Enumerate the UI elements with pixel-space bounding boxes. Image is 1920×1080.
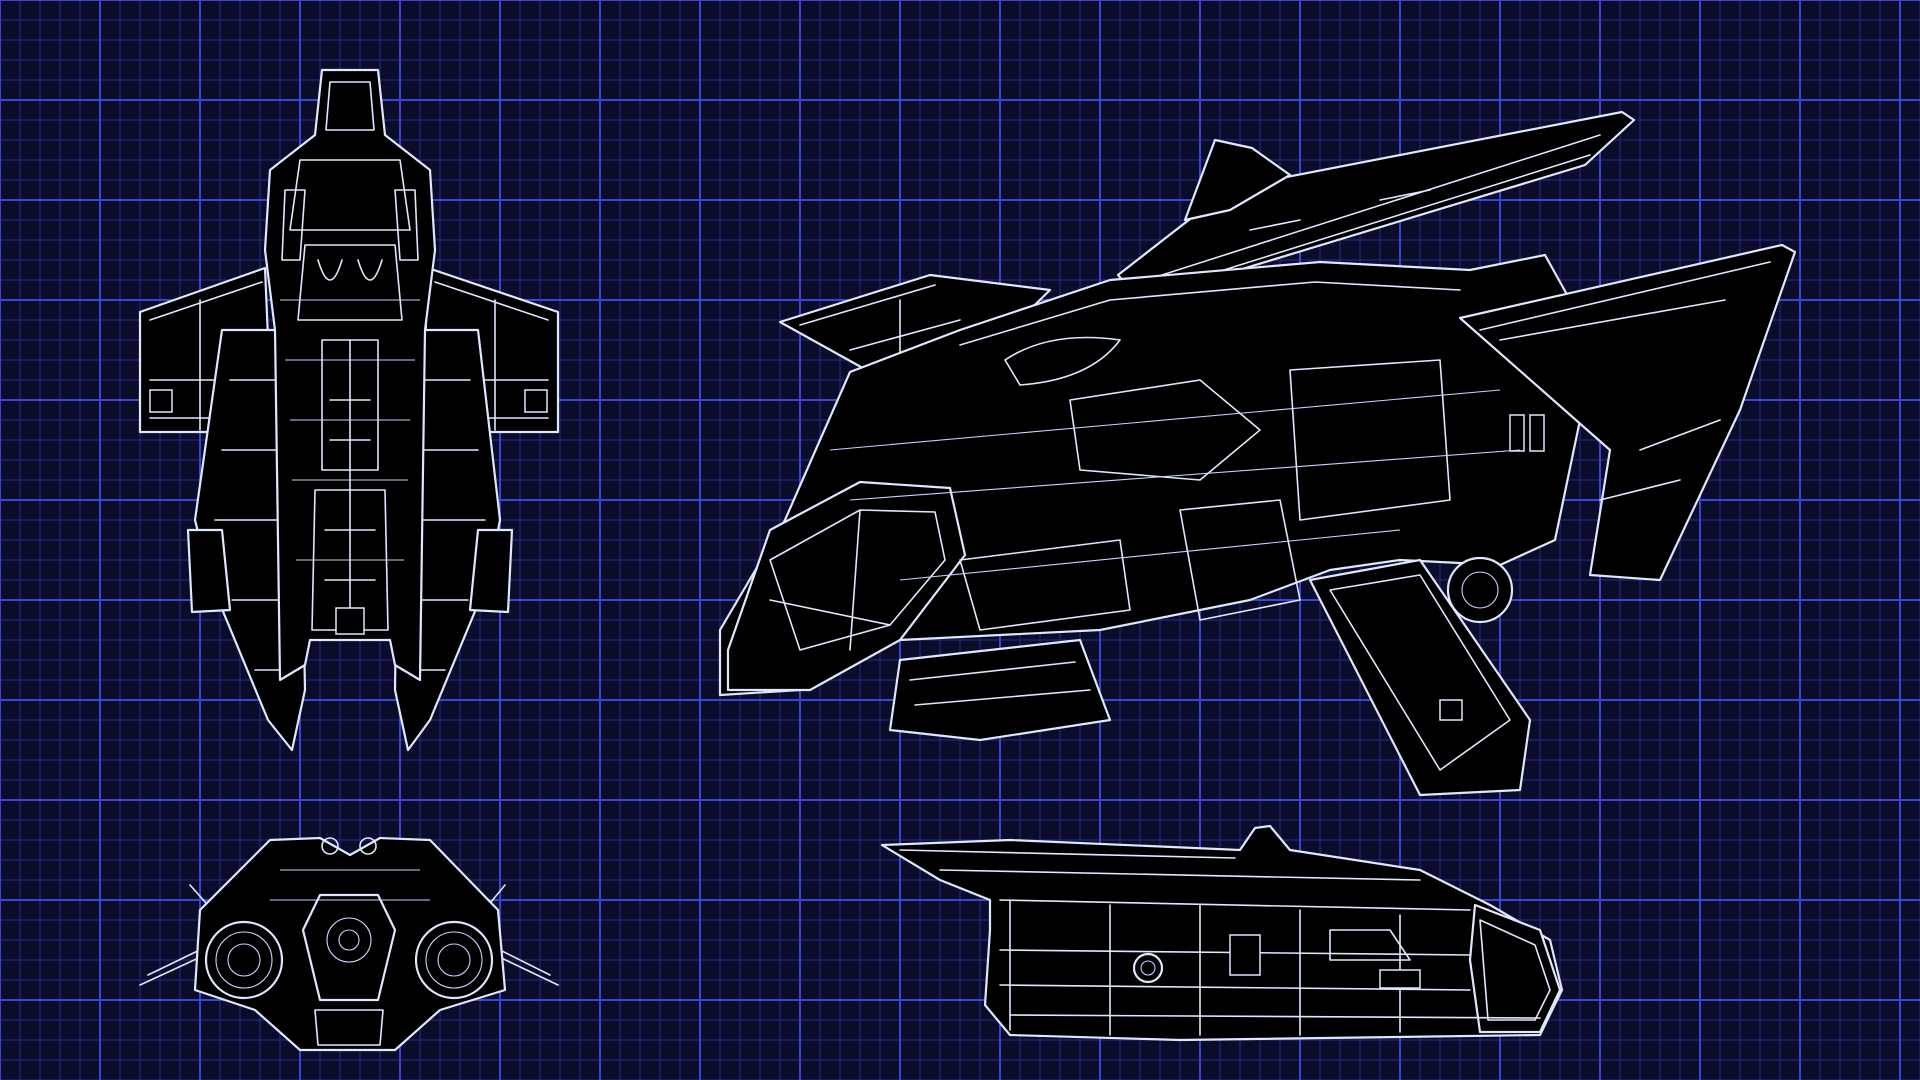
top-view-ship [138,68,560,752]
lower-pod [888,638,1112,742]
belly-fin [1308,558,1532,797]
left-engine-pod [186,528,232,614]
perspective-view-ship [718,110,1797,797]
canopy-nose [726,480,967,692]
side-engine [1132,952,1164,984]
rear-engine-left [204,920,284,1000]
rear-engine [1446,556,1514,624]
right-wing-perspective [1458,243,1797,582]
right-engine-pod [468,528,514,614]
side-view-ship [880,824,1564,1042]
rear-engine-right [414,920,494,1000]
dorsal-fin [1183,138,1292,222]
side-canopy [1468,903,1562,1034]
rear-view-ship [139,836,559,1052]
rear-center-module [301,893,397,1002]
